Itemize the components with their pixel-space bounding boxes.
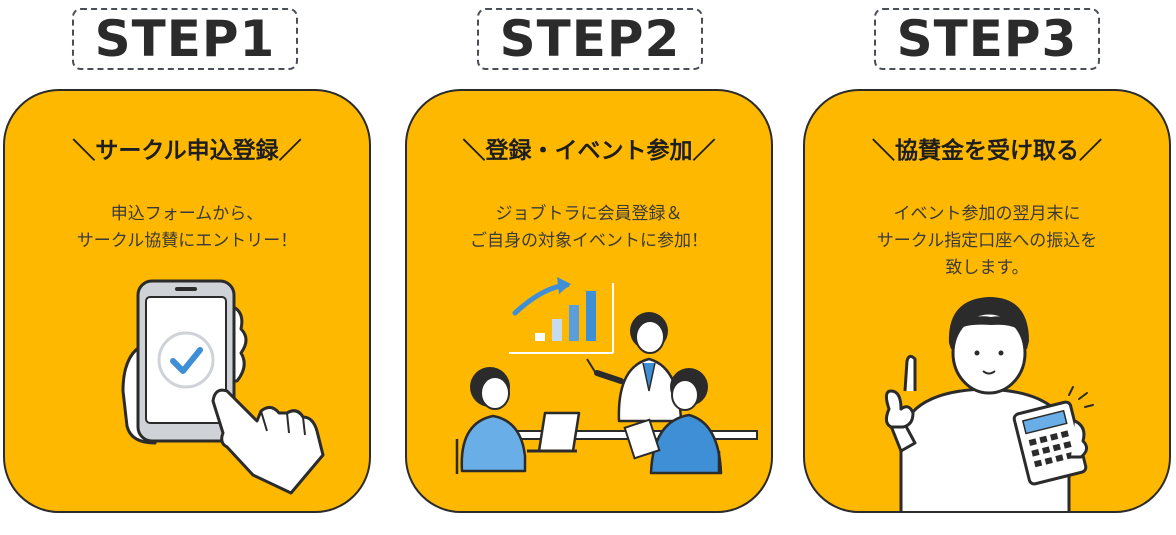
- step1-desc-line: サークル協賛にエントリー！: [76, 231, 298, 251]
- step3-card: ＼協賛金を受け取る／ イベント参加の翌月末に サークル指定口座への振込を 致しま…: [803, 89, 1171, 513]
- person-calculator-icon: [884, 297, 1094, 511]
- step3-desc-line: 致します。: [945, 258, 1029, 278]
- meeting-chart-icon: [455, 277, 758, 475]
- step1-description: 申込フォームから、 サークル協賛にエントリー！: [5, 201, 369, 255]
- step2-label: STEP2: [477, 8, 703, 70]
- step3-desc-line: サークル指定口座への振込を: [876, 231, 1098, 251]
- step3-desc-line: イベント参加の翌月末に: [893, 204, 1081, 224]
- step1-card: ＼サークル申込登録／ 申込フォームから、 サークル協賛にエントリー！: [3, 89, 371, 513]
- step3-title: ＼協賛金を受け取る／: [872, 138, 1102, 164]
- step2-desc-line: ジョブトラに会員登録＆: [495, 204, 683, 224]
- step1-desc-line: 申込フォームから、: [110, 204, 264, 224]
- step1-title: ＼サークル申込登録／: [72, 138, 302, 164]
- step2-title: ＼登録・イベント参加／: [462, 138, 716, 164]
- step3-label: STEP3: [874, 8, 1100, 70]
- step1-label: STEP1: [72, 8, 298, 70]
- step3-description: イベント参加の翌月末に サークル指定口座への振込を 致します。: [805, 201, 1169, 282]
- step2-card: ＼登録・イベント参加／ ジョブトラに会員登録＆ ご自身の対象イベントに参加！: [405, 89, 773, 513]
- step2-description: ジョブトラに会員登録＆ ご自身の対象イベントに参加！: [407, 201, 771, 255]
- smartphone-check-icon: [121, 279, 325, 495]
- step2-desc-line: ご自身の対象イベントに参加！: [470, 231, 708, 251]
